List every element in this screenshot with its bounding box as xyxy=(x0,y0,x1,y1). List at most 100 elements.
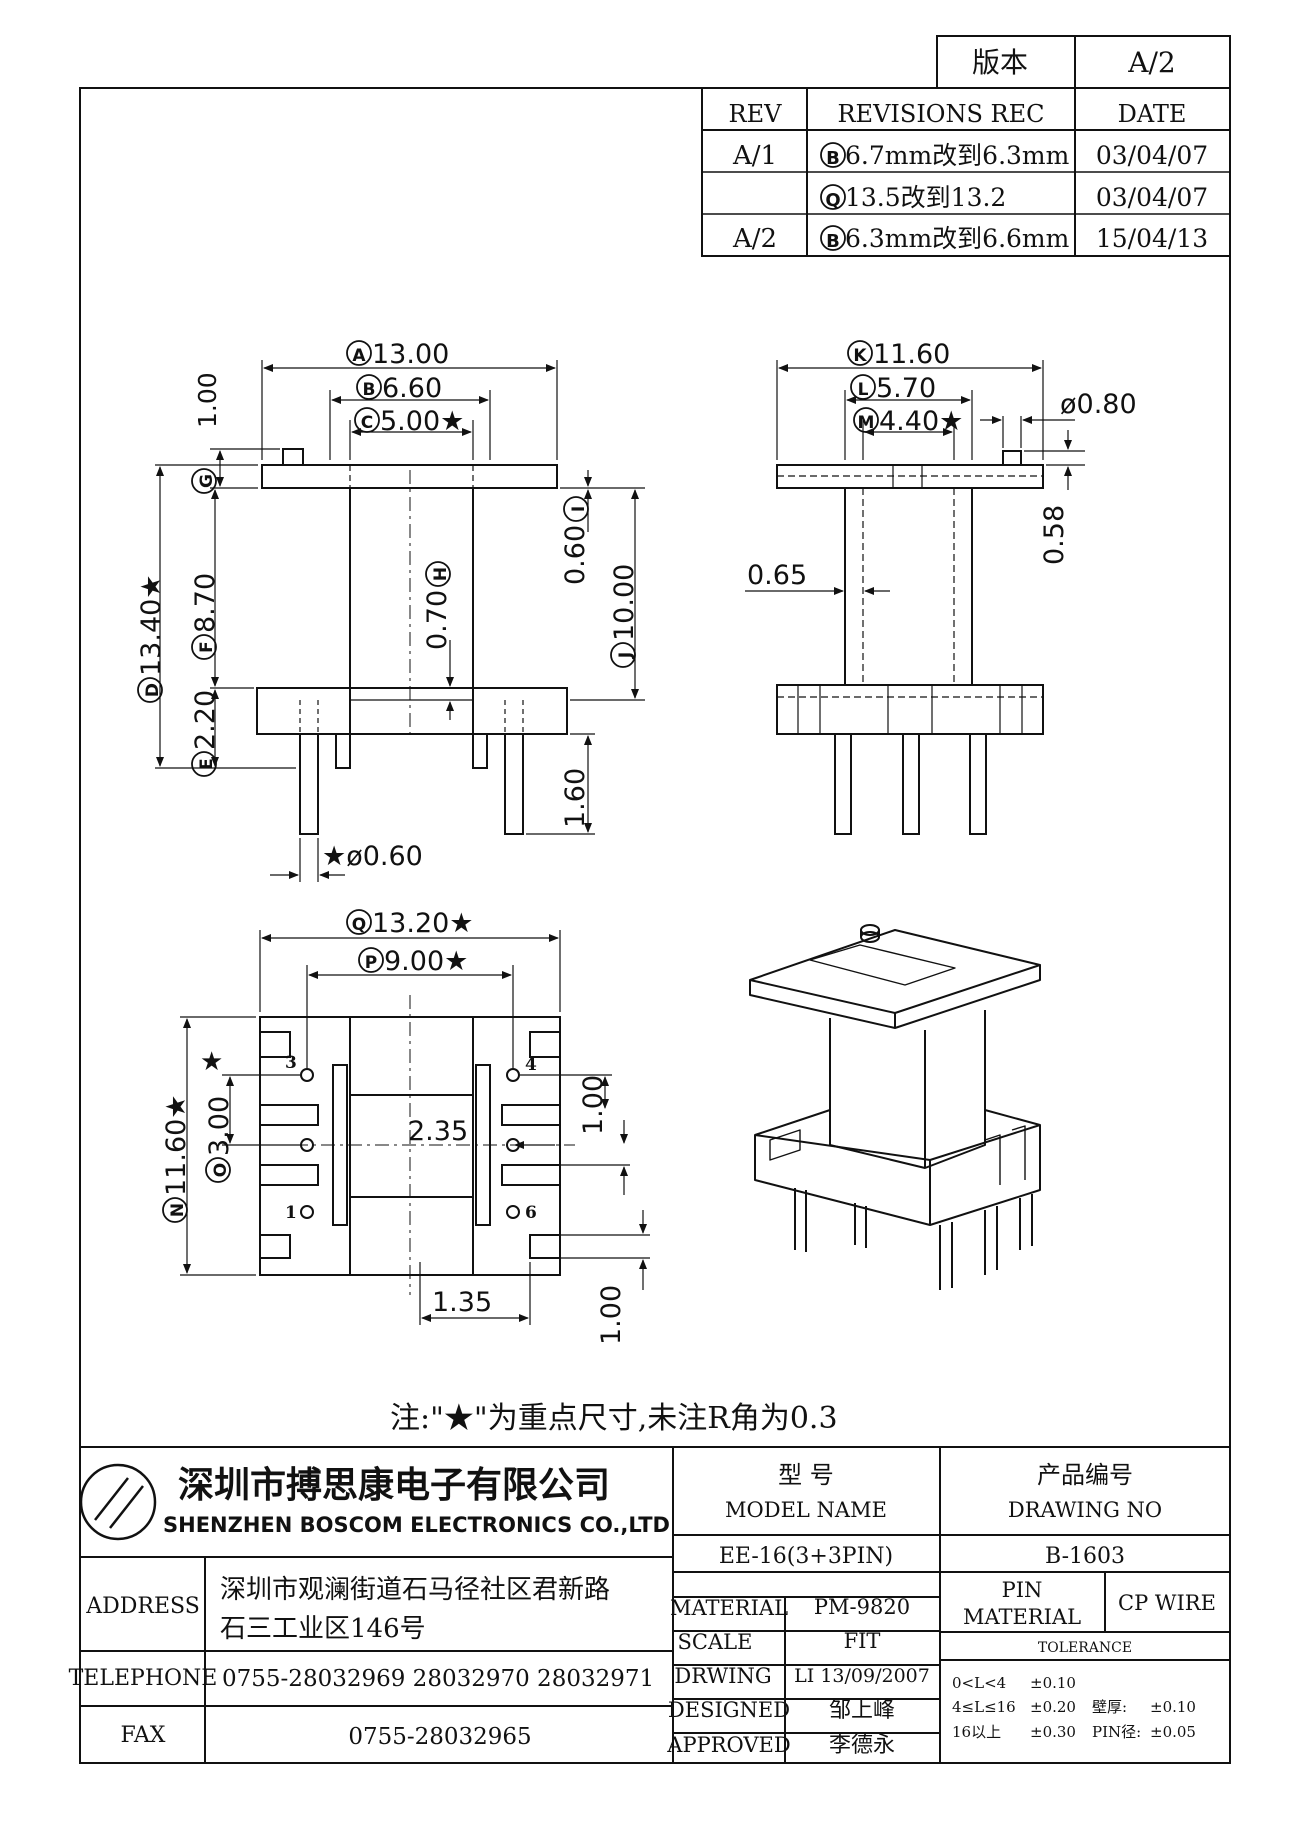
tolerance-value: ±0.30 xyxy=(1030,1723,1076,1741)
tolerance-extra-label: PIN径: xyxy=(1092,1723,1141,1741)
spec-value: LI 13/09/2007 xyxy=(794,1665,930,1687)
dim-mark-l: L xyxy=(858,380,869,400)
revision-text: 13.5改到13.2 xyxy=(845,183,1006,212)
model-label-cn: 型 号 xyxy=(778,1461,834,1489)
dim-mark-q: Q xyxy=(352,915,366,935)
spec-label: SCALE xyxy=(678,1630,753,1654)
fax-value: 0755-28032965 xyxy=(348,1724,531,1750)
dim-h: 0.70 xyxy=(422,590,453,650)
revision-text: 6.7mm改到6.3mm xyxy=(845,141,1070,170)
dim-d: 13.40★ xyxy=(136,574,167,676)
dim-e: 2.20 xyxy=(190,690,221,750)
dim-mark-a: A xyxy=(352,346,366,366)
tolerance-range: 4≤L≤16 xyxy=(952,1698,1016,1716)
dim-100a: 1.00 xyxy=(578,1075,609,1135)
revision-text: 6.3mm改到6.6mm xyxy=(845,224,1070,253)
pin-number: 6 xyxy=(525,1203,537,1223)
front-dimensions xyxy=(156,364,639,879)
dim-pin-diameter: ★ø0.60 xyxy=(322,841,423,872)
bottom-dim-labels: Q 13.20★ P 9.00★ N 11.60★ O 3.00 ★ 2.35 … xyxy=(161,908,627,1345)
tolerance-range: 16以上 xyxy=(952,1723,1001,1741)
pin-number: 4 xyxy=(525,1055,537,1075)
dim-mark-m: M xyxy=(858,413,875,433)
pin-number: 3 xyxy=(285,1053,297,1073)
version-label: 版本 xyxy=(972,46,1028,79)
revisions-header: REVISIONS REC xyxy=(837,100,1044,128)
dim-top: 1.00 xyxy=(193,372,222,428)
revision-mark: B xyxy=(826,231,840,252)
dim-135: 1.35 xyxy=(432,1287,492,1318)
rev-cell: A/2 xyxy=(732,224,777,254)
side-dim-labels: K 11.60 L 5.70 M 4.40★ ø0.80 0.58 0.65 xyxy=(747,339,1137,591)
dim-p: 9.00★ xyxy=(384,946,468,977)
dim-100b: 1.00 xyxy=(596,1285,627,1345)
spec-value: 李德永 xyxy=(829,1733,895,1758)
pin-material-label: MATERIAL xyxy=(963,1605,1081,1629)
revision-date: 03/04/07 xyxy=(1096,141,1208,170)
dim-mark-i: I xyxy=(569,506,589,512)
dim-mark-p: P xyxy=(365,953,377,973)
dim-i: 0.60 xyxy=(560,525,591,585)
dim-mark-o: O xyxy=(211,1163,231,1177)
front-view xyxy=(155,360,645,882)
telephone-label: TELEPHONE xyxy=(69,1666,218,1691)
revision-date: 15/04/13 xyxy=(1096,224,1208,253)
note-text: 注:"★"为重点尺寸,未注R角为0.3 xyxy=(390,1401,838,1436)
dim-o: 3.00 xyxy=(204,1096,235,1156)
pin-material-value: CP WIRE xyxy=(1118,1591,1216,1615)
bottom-dimensions xyxy=(183,934,647,1322)
isometric-view xyxy=(749,924,1041,1290)
company-name-en: SHENZHEN BOSCOM ELECTRONICS CO.,LTD xyxy=(163,1513,670,1537)
spec-label: DESIGNED xyxy=(668,1698,790,1722)
spec-value: 邹上峰 xyxy=(829,1698,895,1723)
dim-mark-h: H xyxy=(431,567,451,581)
key-dimension-star: ★ xyxy=(200,1047,223,1077)
revision-date: 03/04/07 xyxy=(1096,183,1208,212)
spec-label: APPROVED xyxy=(666,1733,790,1757)
dim-c: 5.00★ xyxy=(380,406,464,437)
dim-mark-b: B xyxy=(363,380,376,400)
title-block xyxy=(80,1446,1230,1763)
tolerance-extra: ±0.05 xyxy=(1150,1723,1196,1741)
date-header: DATE xyxy=(1118,100,1187,128)
tolerance-extra-label: 壁厚: xyxy=(1092,1698,1127,1716)
dim-mark-j: J xyxy=(616,652,636,659)
side-view xyxy=(776,360,1085,835)
dim-058: 0.58 xyxy=(1039,505,1070,565)
dim-mark-k: K xyxy=(853,346,867,366)
dim-n: 11.60★ xyxy=(161,1094,192,1196)
side-dimensions xyxy=(745,364,1075,595)
dim-mark-n: N xyxy=(168,1203,188,1217)
address-label: ADDRESS xyxy=(85,1594,200,1619)
tolerance-extra: ±0.10 xyxy=(1150,1698,1196,1716)
dim-b: 6.60 xyxy=(382,373,442,404)
dim-k: 11.60 xyxy=(873,339,950,370)
rev-cell: A/1 xyxy=(732,141,777,171)
drawing-label-en: DRAWING NO xyxy=(1008,1498,1162,1522)
pin-number: 1 xyxy=(285,1203,297,1223)
version-box: 版本 A/2 xyxy=(936,35,1231,89)
tolerance-range: 0<L<4 xyxy=(952,1674,1006,1692)
dim-mark-f: F xyxy=(197,641,217,653)
dim-235: 2.35 xyxy=(408,1116,468,1147)
front-dim-labels: A 13.00 B 6.60 C 5.00★ 1.00 G D 13.40★ F… xyxy=(136,339,640,872)
spec-label: MATERIAL xyxy=(670,1596,788,1620)
dim-mark-c: C xyxy=(361,413,373,433)
spec-label: DRWING xyxy=(674,1664,771,1688)
dim-mark-e: E xyxy=(197,758,217,770)
company-logo xyxy=(79,1463,157,1541)
tolerance-value: ±0.10 xyxy=(1030,1674,1076,1692)
dim-q: 13.20★ xyxy=(372,908,474,939)
telephone-value: 0755-28032969 28032970 28032971 xyxy=(222,1666,654,1692)
bottom-view xyxy=(180,930,650,1325)
dim-diameter: ø0.80 xyxy=(1060,389,1137,420)
address-line2: 石三工业区146号 xyxy=(220,1614,426,1644)
model-label-en: MODEL NAME xyxy=(725,1498,887,1522)
dim-l: 5.70 xyxy=(876,373,936,404)
dim-j: 10.00 xyxy=(609,564,640,641)
dim-m: 4.40★ xyxy=(879,406,963,437)
drawing-label-cn: 产品编号 xyxy=(1037,1461,1133,1489)
drawing-frame xyxy=(79,87,1231,1764)
revision-mark: B xyxy=(826,148,840,169)
